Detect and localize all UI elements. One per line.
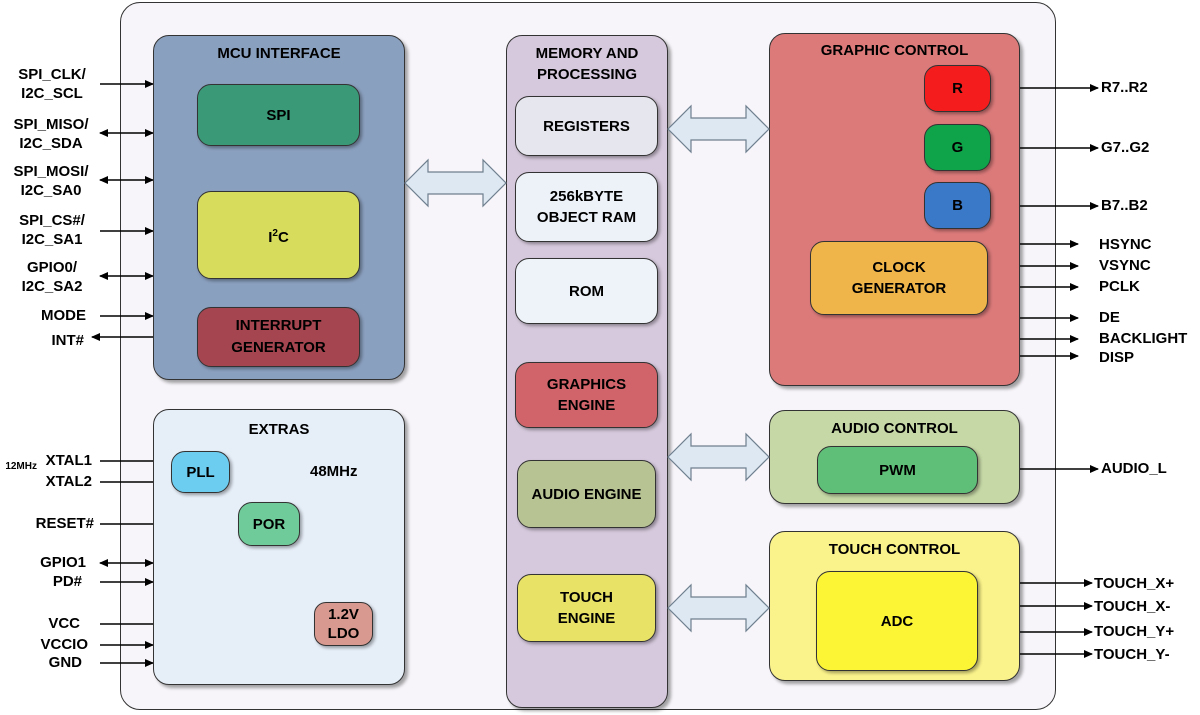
- ldo-block: 1.2V LDO: [314, 602, 373, 646]
- touch-xm-label: TOUCH_X-: [1094, 598, 1171, 615]
- audio-engine-block: AUDIO ENGINE: [517, 460, 656, 528]
- i2c-block: I2C: [197, 191, 360, 279]
- spi-clk-label: SPI_CLK/ I2C_SCL: [18, 66, 86, 102]
- vccio-label: VCCIO: [40, 636, 88, 653]
- int-label: INT#: [51, 332, 84, 349]
- b-out-label: B7..B2: [1101, 197, 1148, 214]
- rom-block: ROM: [515, 258, 658, 324]
- memory-processing-title: MEMORY AND PROCESSING: [535, 45, 639, 83]
- mode-label: MODE: [41, 307, 86, 324]
- clock-generator-block: CLOCK GENERATOR: [810, 241, 988, 315]
- touch-ym-label: TOUCH_Y-: [1094, 646, 1170, 663]
- g-out-label: G7..G2: [1101, 139, 1150, 156]
- gpio0-label: GPIO0/ I2C_SA2: [21, 259, 83, 295]
- touch-yp-label: TOUCH_Y+: [1094, 623, 1175, 640]
- pclk-label: PCLK: [1099, 278, 1140, 295]
- freq-12mhz-label: 12MHz: [5, 461, 37, 472]
- disp-label: DISP: [1099, 349, 1135, 366]
- b-block: B: [924, 182, 991, 229]
- adc-block: ADC: [816, 571, 978, 671]
- pll-block: PLL: [171, 451, 230, 493]
- reset-label: RESET#: [35, 515, 94, 532]
- graphic-control-title: GRAPHIC CONTROL: [820, 42, 969, 59]
- mcu-interface-title: MCU INTERFACE: [217, 45, 341, 62]
- pwm-block: PWM: [817, 446, 978, 494]
- xtal1-label: XTAL1: [45, 452, 92, 469]
- audio-l-label: AUDIO_L: [1101, 460, 1167, 477]
- g-block: G: [924, 124, 991, 171]
- gpio1-label: GPIO1: [40, 554, 86, 571]
- gnd-label: GND: [48, 654, 82, 671]
- touch-xp-label: TOUCH_X+: [1094, 575, 1175, 592]
- 48mhz-label: 48MHz: [310, 463, 358, 480]
- spi-mosi-label: SPI_MOSI/ I2C_SA0: [13, 163, 89, 199]
- vsync-label: VSYNC: [1099, 257, 1151, 274]
- por-block: POR: [238, 502, 300, 546]
- r-out-label: R7..R2: [1101, 79, 1148, 96]
- touch-control-title: TOUCH CONTROL: [828, 541, 961, 558]
- de-label: DE: [1099, 309, 1120, 326]
- touch-engine-block: TOUCH ENGINE: [517, 574, 656, 642]
- i2c-label: I2C: [268, 227, 289, 246]
- spi-miso-label: SPI_MISO/ I2C_SDA: [13, 116, 89, 152]
- hsync-label: HSYNC: [1099, 236, 1152, 253]
- spi-block: SPI: [197, 84, 360, 146]
- audio-control-title: AUDIO CONTROL: [831, 420, 958, 437]
- registers-block: REGISTERS: [515, 96, 658, 156]
- graphics-engine-block: GRAPHICS ENGINE: [515, 362, 658, 428]
- extras-title: EXTRAS: [248, 421, 310, 438]
- spi-cs-label: SPI_CS#/ I2C_SA1: [19, 212, 85, 248]
- vcc-label: VCC: [48, 615, 80, 632]
- interrupt-generator-block: INTERRUPT GENERATOR: [197, 307, 360, 367]
- object-ram-block: 256kBYTE OBJECT RAM: [515, 172, 658, 242]
- xtal2-label: XTAL2: [45, 473, 92, 490]
- r-block: R: [924, 65, 991, 112]
- backlight-label: BACKLIGHT: [1099, 330, 1188, 347]
- pd-label: PD#: [52, 573, 82, 590]
